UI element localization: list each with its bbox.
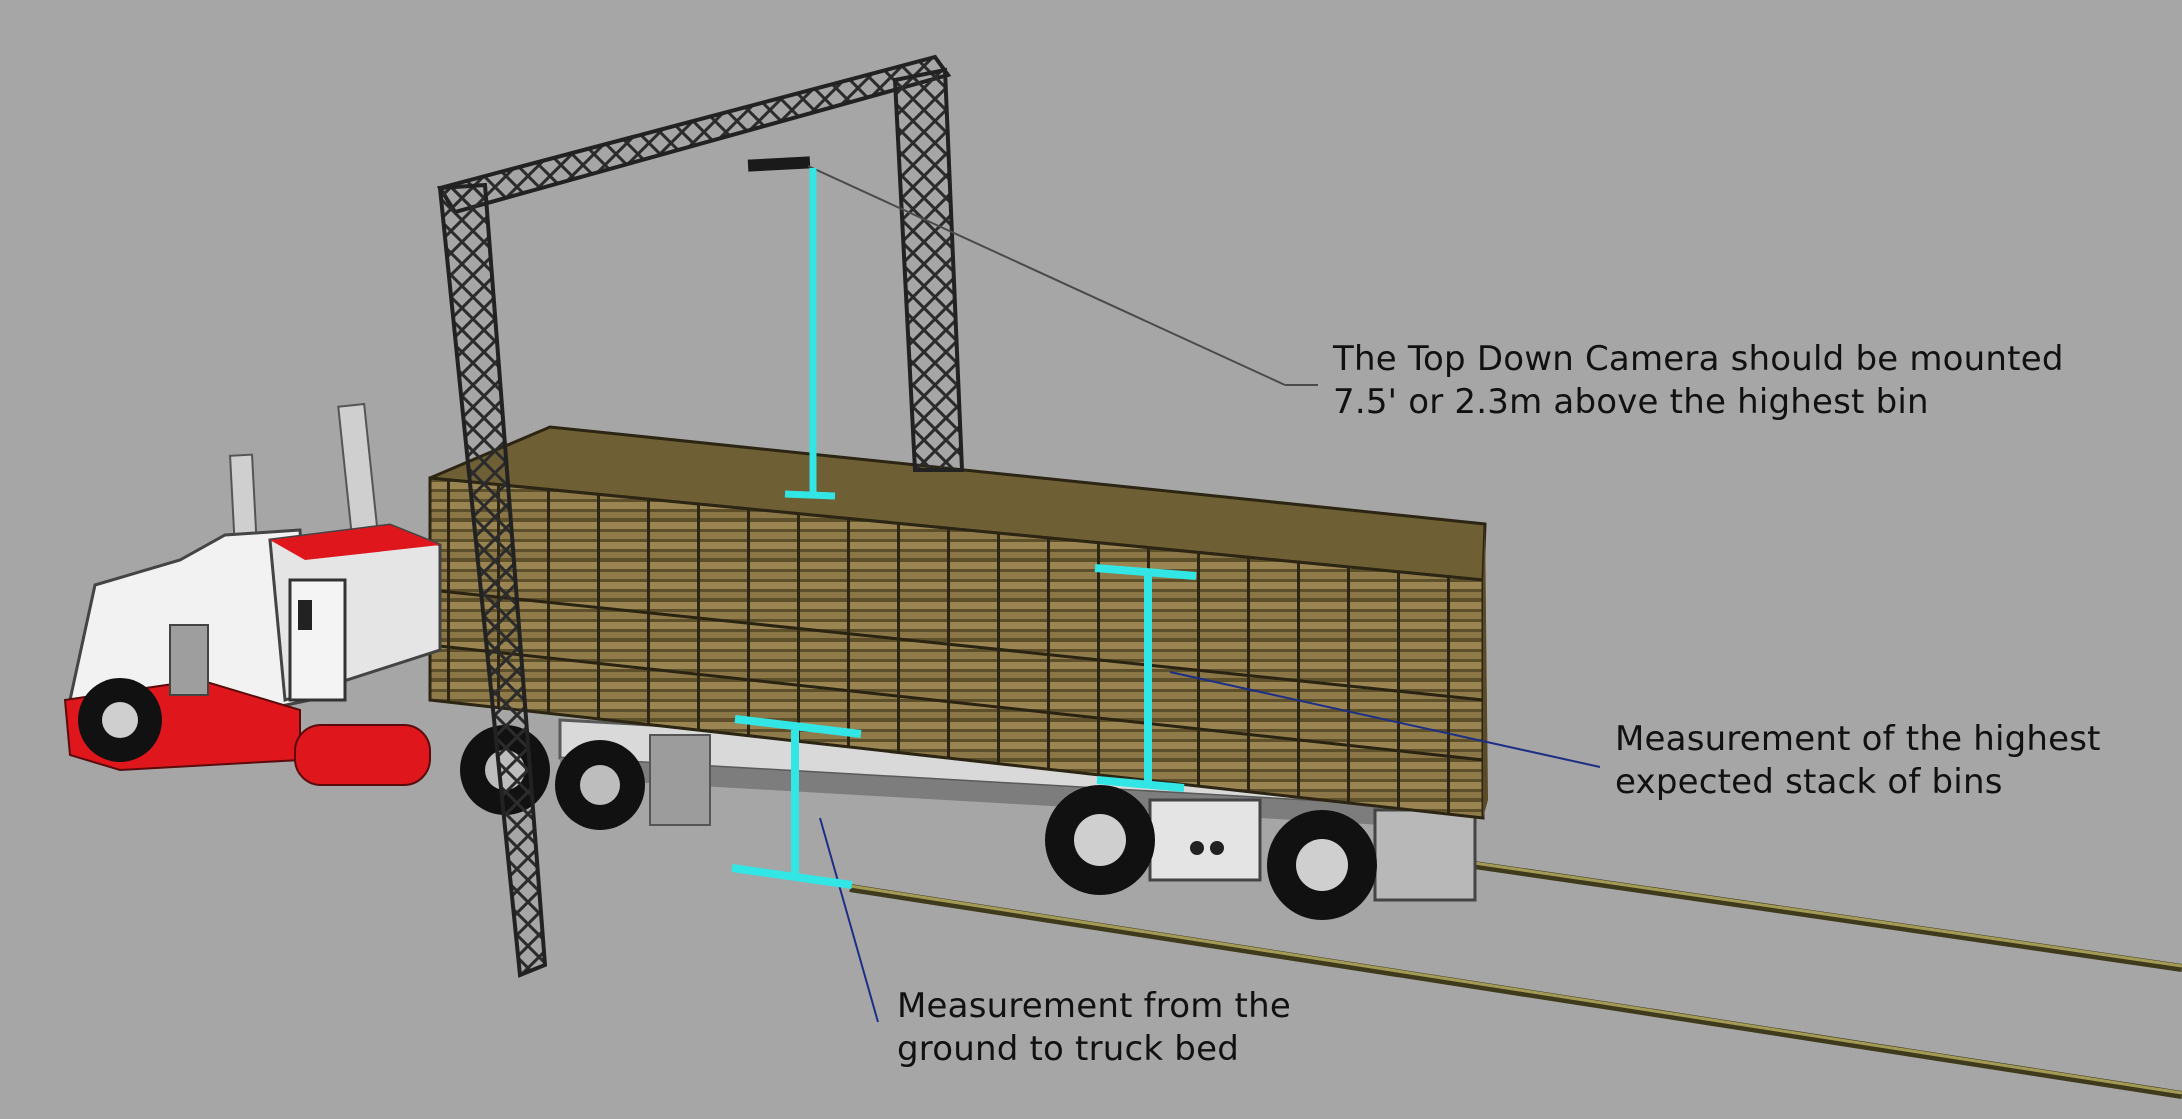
callout-stack-height: Measurement of the highest expected stac…: [1615, 718, 2101, 804]
callout-camera-mount: The Top Down Camera should be mounted 7.…: [1333, 338, 2064, 424]
callout-camera-line2: 7.5' or 2.3m above the highest bin: [1333, 382, 1929, 422]
measure-camera-height: [784, 168, 836, 500]
ground-rails: [849, 856, 2182, 1099]
measure-bed-height: [731, 715, 862, 889]
callout-camera-line1: The Top Down Camera should be mounted: [1333, 339, 2064, 379]
camera-mount: [747, 156, 811, 172]
leader-lines: [807, 165, 1601, 1023]
truck-cab: [63, 402, 442, 786]
leader-bed: [819, 817, 879, 1023]
callout-bed-height: Measurement from the ground to truck bed: [897, 985, 1291, 1071]
callout-stack-line1: Measurement of the highest: [1615, 719, 2101, 759]
measure-stack-height: [1094, 564, 1197, 792]
leader-stack: [1169, 671, 1601, 768]
callout-bed-line1: Measurement from the: [897, 986, 1291, 1026]
callout-bed-line2: ground to truck bed: [897, 1029, 1239, 1069]
leader-camera: [807, 165, 1286, 386]
camera-gantry: [436, 54, 965, 978]
callout-stack-line2: expected stack of bins: [1615, 762, 2003, 802]
